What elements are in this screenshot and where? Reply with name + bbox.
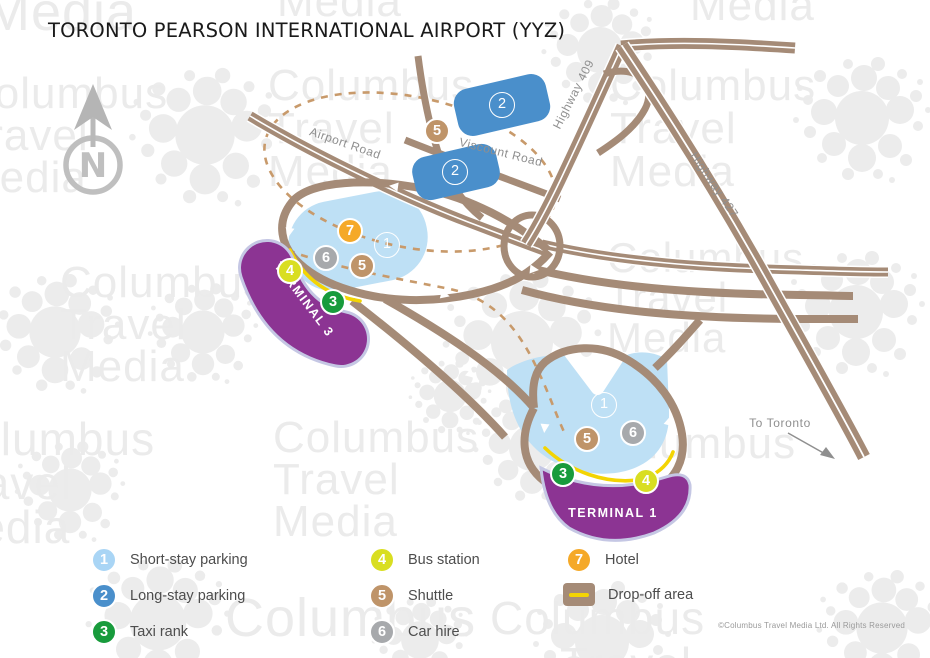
legend-label: Shuttle <box>408 588 454 604</box>
watermark-word: Travel <box>273 455 400 504</box>
legend-label: Taxi rank <box>130 624 189 640</box>
watermark-word: Media <box>0 501 70 553</box>
map-badge-hotel: 7 <box>337 218 363 244</box>
watermark-word: Travel <box>0 111 89 160</box>
watermark-word: Media <box>273 497 398 546</box>
road-network <box>246 36 889 504</box>
highway-stub-centerline <box>620 42 796 49</box>
legend-label: Long-stay parking <box>130 588 246 604</box>
page-title: TORONTO PEARSON INTERNATIONAL AIRPORT (Y… <box>48 19 566 42</box>
legend-item-long-stay: 2 Long-stay parking <box>91 583 245 609</box>
watermark-word: Columbus <box>225 588 476 648</box>
legend-swatch-drop-off <box>563 583 595 606</box>
map-badge-long-stay: 2 <box>442 159 468 185</box>
legend-label: Short-stay parking <box>130 552 248 568</box>
terminal-link-road-2 <box>349 297 508 440</box>
legend-label: Hotel <box>605 552 639 568</box>
legend-badge-hotel: 7 <box>566 547 592 573</box>
map-badge-shuttle: 5 <box>574 426 600 452</box>
legend-label: Car hire <box>408 624 460 640</box>
terminal3-shape <box>241 242 367 365</box>
map-badge-long-stay: 2 <box>489 92 515 118</box>
highway-409-centerline <box>525 45 623 245</box>
map-badge-short-stay: 1 <box>374 232 400 258</box>
legend-badge-taxi: 3 <box>91 619 117 645</box>
airport-road-centerline <box>249 115 549 253</box>
map-badge-short-stay: 1 <box>591 392 617 418</box>
ramp-road <box>596 67 653 156</box>
east-road-3 <box>520 286 858 324</box>
legend-badge-car-hire: 6 <box>369 619 395 645</box>
map-badge-bus: 4 <box>633 468 659 494</box>
legend-item-drop-off: Drop-off area <box>563 583 694 606</box>
legend-item-bus: 4 Bus station <box>369 547 480 573</box>
watermark-word: Media <box>0 153 87 202</box>
watermark-word: Columbus <box>273 413 479 462</box>
map-badge-taxi: 3 <box>550 461 576 487</box>
compass: N <box>63 84 123 195</box>
map-badge-shuttle: 5 <box>424 118 450 144</box>
legend-badge-long-stay: 2 <box>91 583 117 609</box>
copyright-notice: ©Columbus Travel Media Ltd. All Rights R… <box>718 621 905 630</box>
interchange-loop <box>500 211 564 281</box>
watermark-word: Travel <box>60 300 187 349</box>
legend-badge-bus: 4 <box>369 547 395 573</box>
watermark-word: Columbus <box>60 258 266 307</box>
east-road-2 <box>533 265 854 300</box>
compass-needle-icon <box>74 84 112 130</box>
drop-off-terminal1-a <box>543 446 640 483</box>
watermark-word: Media <box>60 342 185 391</box>
highway-427-centerline <box>621 45 865 458</box>
terminal1-exit-road <box>652 317 704 371</box>
legend-item-shuttle: 5 Shuttle <box>369 583 453 609</box>
legend-item-hotel: 7 Hotel <box>566 547 639 573</box>
watermark-word: Media <box>277 0 402 26</box>
compass-north-label: N <box>79 146 107 186</box>
shuttle-route-line <box>287 248 568 437</box>
legend-label: Bus station <box>408 552 480 568</box>
watermark-word: Columbus <box>268 61 474 110</box>
legend-item-short-stay: 1 Short-stay parking <box>91 547 248 573</box>
terminal1-label: TERMINAL 1 <box>568 506 658 520</box>
watermark-word: Travel <box>560 638 692 658</box>
to-toronto-arrow <box>787 432 835 459</box>
legend-badge-shuttle: 5 <box>369 583 395 609</box>
legend-label: Drop-off area <box>608 586 694 603</box>
watermark-word: Media <box>690 0 815 30</box>
legend-item-car-hire: 6 Car hire <box>369 619 460 645</box>
map-badge-car-hire: 6 <box>313 245 339 271</box>
watermark-word: Media <box>0 0 137 42</box>
watermark-word: Columbus <box>490 592 705 644</box>
legend-badge-short-stay: 1 <box>91 547 117 573</box>
watermark-word: Columbus <box>0 413 155 465</box>
watermark-word: Travel <box>0 457 72 509</box>
map-badge-car-hire: 6 <box>620 420 646 446</box>
to-toronto-label: To Toronto <box>749 416 811 430</box>
map-badge-shuttle: 5 <box>349 253 375 279</box>
map-badge-taxi: 3 <box>320 289 346 315</box>
map-badge-bus: 4 <box>277 258 303 284</box>
terminal-link-road-1 <box>383 295 538 411</box>
legend-item-taxi: 3 Taxi rank <box>91 619 188 645</box>
